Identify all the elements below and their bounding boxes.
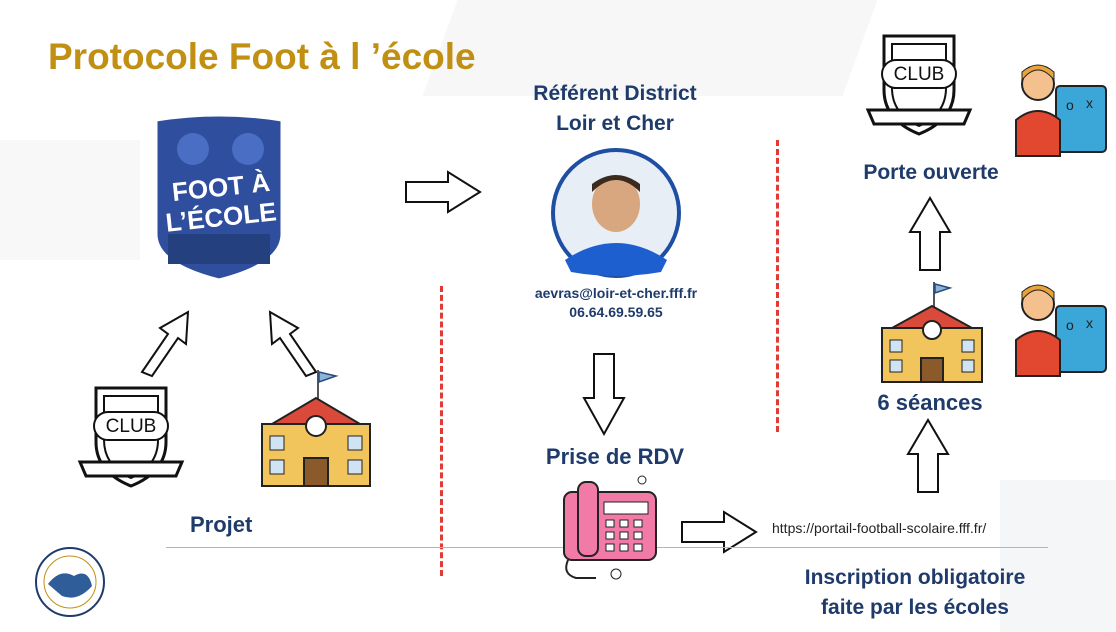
club-badge: CLUB (76, 382, 186, 492)
district-emblem-icon (35, 547, 105, 617)
arrow-right-icon (405, 170, 482, 214)
coach-tactics-board-icon: o x (1015, 284, 1107, 377)
district-logo (34, 546, 106, 618)
portal-url[interactable]: https://portail-football-scolaire.fff.fr… (772, 520, 987, 536)
arrow-down-icon (582, 353, 626, 437)
arrow-up-icon (268, 310, 318, 378)
club-shield-icon (77, 386, 185, 488)
club-shield-icon (865, 34, 973, 136)
club-badge-text: CLUB (893, 64, 945, 85)
background-shape (0, 140, 140, 260)
label-porte-ouverte: Porte ouverte (863, 161, 999, 184)
club-badge-text: CLUB (105, 416, 157, 437)
referent-email: aevras@loir-et-cher.fff.fr (534, 285, 698, 301)
person-photo-icon (551, 148, 681, 278)
page-title: Protocole Foot à l ’école (48, 36, 476, 77)
label-prise-rdv: Prise de RDV (545, 444, 685, 469)
arrow-right-icon (681, 510, 758, 554)
school-building-icon (261, 370, 371, 487)
club-badge: CLUB (864, 30, 974, 140)
inscription-line-2: faite par les écoles (821, 596, 1009, 619)
arrow-up-icon (908, 196, 952, 271)
arrow-up-icon (140, 310, 190, 378)
coach-tactics-board-icon: o x (1015, 64, 1107, 157)
school-building-icon (881, 282, 983, 383)
inscription-line-1: Inscription obligatoire (804, 566, 1026, 589)
svg-text:o: o (1066, 317, 1074, 333)
referent-phone: 06.64.69.59.65 (569, 304, 663, 320)
label-projet: Projet (190, 512, 253, 537)
school-icon (256, 368, 376, 490)
coach-icon: o x (1012, 282, 1108, 378)
referent-title-1: Référent District (533, 82, 697, 105)
foot-a-lecole-logo: FOOT À L’ÉCOLE (148, 113, 290, 282)
background-shape (1000, 480, 1116, 632)
school-icon (878, 280, 986, 384)
phone-icon (556, 474, 660, 584)
divider-right (776, 140, 779, 432)
referent-avatar (551, 148, 681, 278)
logo-shield-icon (154, 113, 284, 282)
svg-text:o: o (1066, 97, 1074, 113)
svg-text:x: x (1086, 315, 1093, 331)
arrow-up-icon (906, 418, 950, 493)
svg-text:x: x (1086, 95, 1093, 111)
telephone-icon (563, 475, 657, 580)
divider-left (440, 286, 443, 576)
label-seances: 6 séances (877, 390, 983, 415)
referent-title-2: Loir et Cher (556, 112, 674, 135)
coach-icon: o x (1012, 62, 1108, 158)
